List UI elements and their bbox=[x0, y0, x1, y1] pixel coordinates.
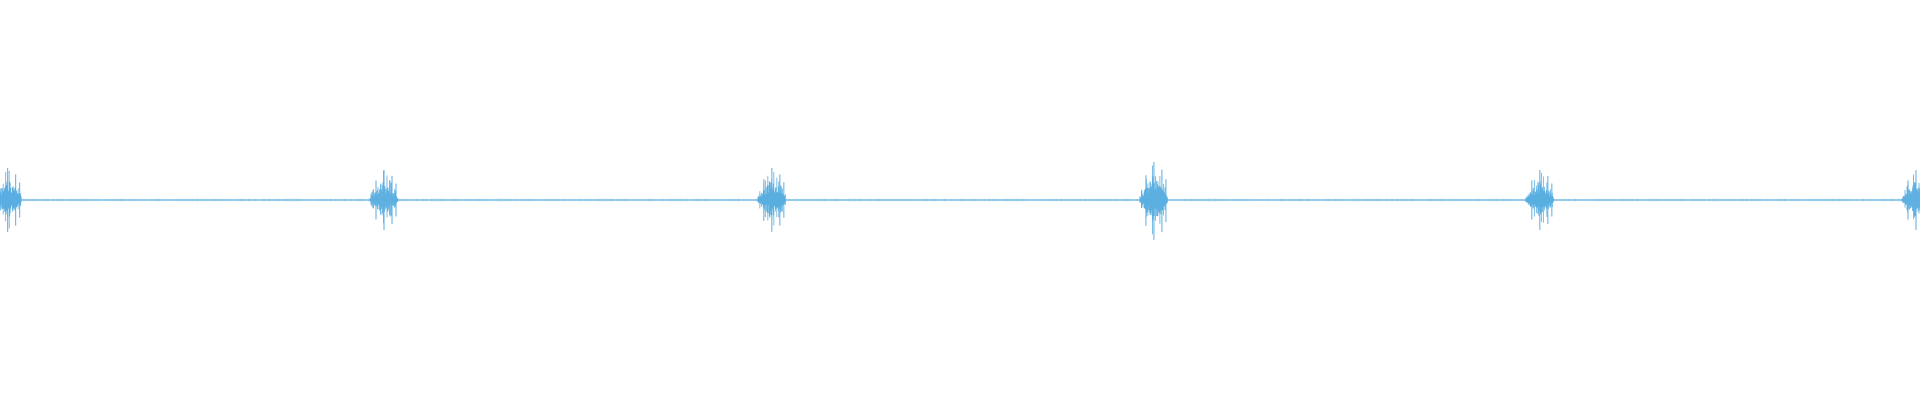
waveform-burst-4 bbox=[1139, 162, 1168, 240]
waveform-bursts bbox=[0, 162, 1920, 240]
waveform-burst-6 bbox=[1901, 170, 1920, 230]
waveform-burst-2 bbox=[369, 170, 398, 230]
waveform-burst-5 bbox=[1525, 170, 1554, 230]
waveform-burst-1 bbox=[0, 168, 22, 232]
waveform-burst-3 bbox=[757, 168, 786, 232]
